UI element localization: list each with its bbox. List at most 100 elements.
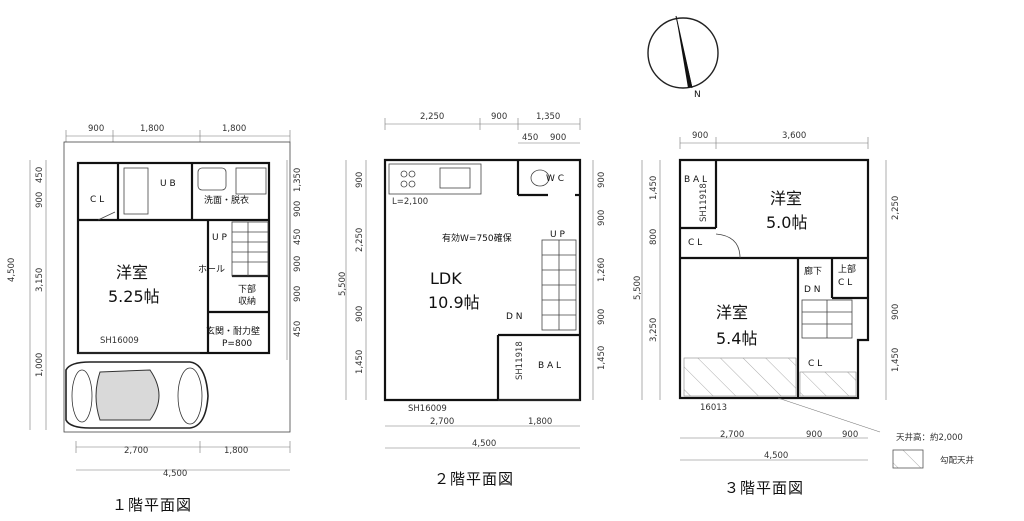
f1-western-name: 洋室 <box>116 263 148 282</box>
f2-up-label: U P <box>550 230 565 240</box>
legend-ceiling-height: 天井高：約2,000 <box>896 432 963 443</box>
f1-storage-line1: 下部 <box>238 283 256 295</box>
f3-dim-left-3: 3,250 <box>649 318 659 342</box>
f2-stairs <box>541 239 577 331</box>
f1-sh-label: SH16009 <box>100 336 139 346</box>
f2-dim-right-5: 1,450 <box>597 346 607 370</box>
f1-dim-top-3: 1,800 <box>222 124 246 134</box>
f1-car-icon <box>65 361 209 429</box>
f1-dim-right-3: 450 <box>293 229 303 245</box>
f3-dim-bottom-1: 2,700 <box>720 430 744 440</box>
f2-dim-left-4: 1,450 <box>355 350 365 374</box>
f3-dim-bottom-2: 900 <box>806 430 822 440</box>
f2-dim-right-1: 900 <box>597 172 607 188</box>
f3-dim-left-2: 800 <box>649 229 659 245</box>
f1-dim-top-1: 900 <box>88 124 104 134</box>
f1-dim-bottom-total: 4,500 <box>163 469 187 479</box>
f3-dn-label: D N <box>804 285 821 295</box>
f1-dim-left-3: 3,150 <box>35 268 45 292</box>
f3-dim-top-2: 3,600 <box>782 131 806 141</box>
floor-3-plan: 900 3,600 2,700 900 900 4,500 5,500 1,45… <box>633 131 901 497</box>
f1-dim-right-4: 900 <box>293 256 303 272</box>
f3-upper-storage-line2: C L <box>838 278 852 288</box>
f3-dim-right-1: 2,250 <box>891 196 901 220</box>
f3-upper-storage-line1: 上部 <box>838 263 856 275</box>
f2-sh-vertical: SH11918 <box>515 341 525 380</box>
f3-dim-bottom-3: 900 <box>842 430 858 440</box>
f1-cl-label: C L <box>90 195 104 205</box>
f2-dim-bottom-total: 4,500 <box>472 439 496 449</box>
f1-storage-line2: 収納 <box>238 295 256 307</box>
f3-western2-size: 5.4帖 <box>716 329 757 348</box>
f3-outer-wall <box>678 158 870 400</box>
f3-dim-left-1: 1,450 <box>649 176 659 200</box>
f3-stairs <box>801 299 853 339</box>
f3-hallway-label: 廊下 <box>804 265 822 277</box>
f2-toilet-icon <box>530 169 550 187</box>
f1-dim-bottom-1: 2,700 <box>124 446 148 456</box>
f2-dim-top2-2: 900 <box>550 133 566 143</box>
f2-dim-left-2: 2,250 <box>355 228 365 252</box>
f1-western-size: 5.25帖 <box>108 287 160 306</box>
f1-entrance-line1: 玄関・耐力壁 <box>206 325 260 337</box>
legend-sloped-ceiling: 勾配天井 <box>940 455 974 466</box>
f3-cl2-label: C L <box>808 359 822 369</box>
f1-dim-left-total: 4,500 <box>7 258 17 282</box>
f2-sh-label: SH16009 <box>408 404 447 414</box>
f2-dim-right-4: 900 <box>597 309 607 325</box>
f1-hall-label: ホール <box>198 264 225 275</box>
f3-western2-name: 洋室 <box>716 303 748 322</box>
f3-cl1-label: C L <box>688 238 702 248</box>
f3-western1-name: 洋室 <box>770 189 802 208</box>
f2-wc-label: W C <box>546 174 564 184</box>
f1-dim-left-1: 450 <box>35 167 45 183</box>
f2-caption: ２階平面図 <box>434 470 514 488</box>
f1-caption: １階平面図 <box>112 496 192 514</box>
legend-hatch-swatch <box>892 449 924 469</box>
f1-dim-right-2: 900 <box>293 201 303 217</box>
f2-dim-bottom-2: 1,800 <box>528 417 552 427</box>
legend: 天井高：約2,000 勾配天井 <box>892 432 974 469</box>
f1-dim-bottom-2: 1,800 <box>224 446 248 456</box>
f1-washer <box>235 167 267 195</box>
f3-sloped-ceiling-area <box>683 357 797 397</box>
f2-effective-width: 有効W=750確保 <box>442 232 512 244</box>
floor-2-plan: 2,250 900 1,350 450 900 2,700 1,800 4,50… <box>338 112 607 488</box>
f2-bal-label: B A L <box>538 361 561 371</box>
f1-dim-right-1: 1,350 <box>293 168 303 192</box>
f2-kitchen-sink <box>439 167 471 189</box>
f2-l-dim: L=2,100 <box>392 197 428 207</box>
floor-1-plan: 900 1,800 1,800 2,700 1,800 4,500 4,500 … <box>7 124 303 514</box>
f3-dim-right-3: 1,450 <box>891 348 901 372</box>
compass: N <box>647 15 719 100</box>
f2-dim-left-total: 5,500 <box>338 272 348 296</box>
f2-dim-top-3: 1,350 <box>536 112 560 122</box>
f1-entrance-line2: P=800 <box>222 339 252 349</box>
f2-dim-right-3: 1,260 <box>597 258 607 282</box>
f1-ub-label: U B <box>160 179 176 189</box>
f1-outer-wall <box>76 161 271 355</box>
f1-washroom-label: 洗面・脱衣 <box>204 194 249 206</box>
f3-western1-size: 5.0帖 <box>766 213 807 232</box>
f2-kitchen-counter <box>388 163 482 195</box>
f2-dim-left-1: 900 <box>355 172 365 188</box>
f3-bal-label: B A L <box>684 175 707 185</box>
f3-sh-vertical: SH11918 <box>699 183 709 222</box>
f2-ldk-size: 10.9帖 <box>428 293 480 312</box>
f3-dim-bottom-total: 4,500 <box>764 451 788 461</box>
f2-dn-label: D N <box>506 312 523 322</box>
f2-dim-top-2: 900 <box>491 112 507 122</box>
compass-north-label: N <box>694 90 701 100</box>
f1-dim-left-2: 900 <box>35 192 45 208</box>
f2-dim-right-2: 900 <box>597 210 607 226</box>
f2-dim-top2-1: 450 <box>522 133 538 143</box>
f2-dim-left-3: 900 <box>355 306 365 322</box>
f3-sh-label: 16013 <box>700 403 727 413</box>
f1-sink <box>197 167 227 191</box>
f3-dim-left-total: 5,500 <box>633 276 643 300</box>
f2-ldk-name: LDK <box>430 269 462 288</box>
f2-dim-top-1: 2,250 <box>420 112 444 122</box>
f1-dim-right-5: 900 <box>293 286 303 302</box>
f1-site-outline <box>63 141 291 433</box>
